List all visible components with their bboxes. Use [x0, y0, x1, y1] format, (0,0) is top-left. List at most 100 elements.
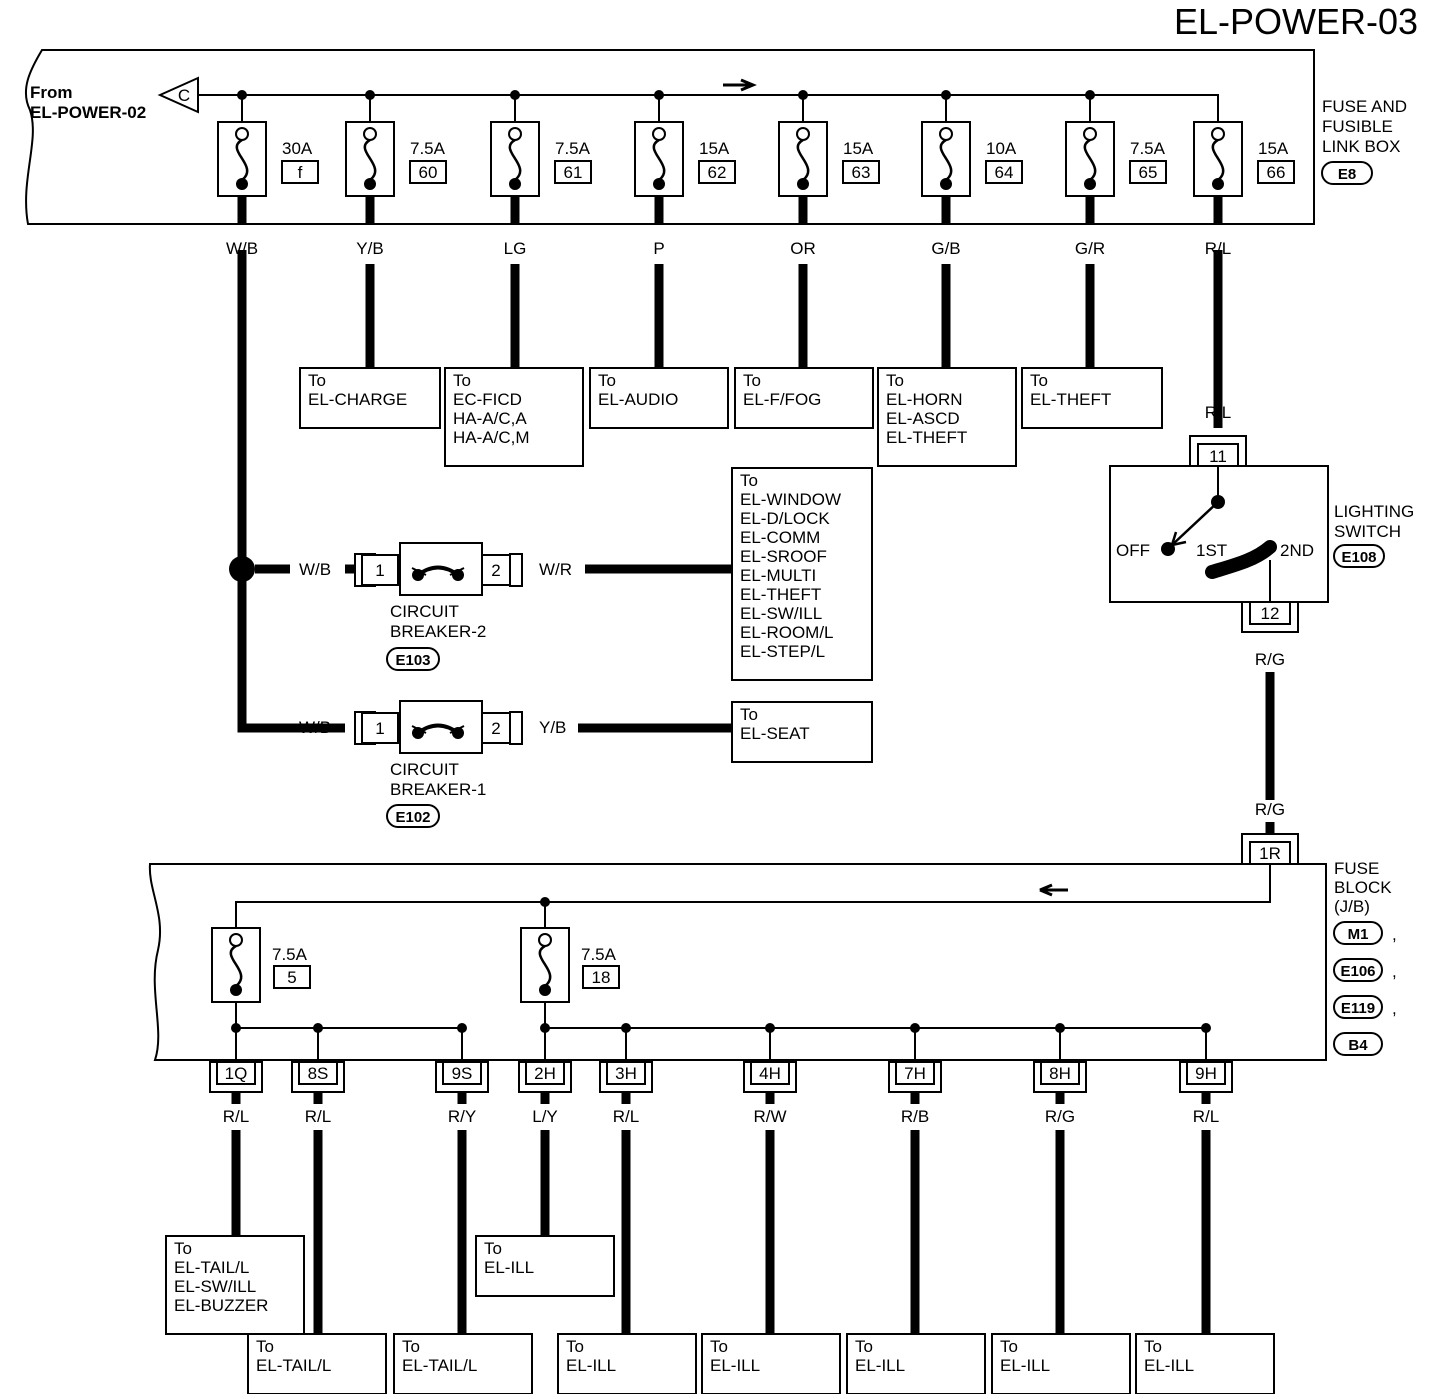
top-dest-5-line: EL-THEFT [1030, 390, 1111, 409]
bottom-dest-3-line: To [484, 1239, 502, 1258]
fb-connector-comma: , [1392, 999, 1397, 1018]
top-dest-3-box [734, 367, 874, 429]
top-dest-0-line: EL-CHARGE [308, 390, 407, 409]
fb-connector-comma: , [1392, 962, 1397, 981]
fb-output-pin: 3H [615, 1064, 637, 1083]
ls-pos-2nd: 2ND [1280, 541, 1314, 560]
fb-name-2: BLOCK [1334, 878, 1392, 897]
cb2-dest-line: EL-STEP/L [740, 642, 825, 661]
cb1-wire-in: W/B [299, 718, 331, 737]
ls-name-1: LIGHTING [1334, 502, 1414, 521]
fb-output-wire: R/L [305, 1107, 331, 1126]
fuse-rating: 30A [282, 139, 313, 158]
cb2-dest-line: EL-D/LOCK [740, 509, 830, 528]
fb-output-8H: 8H R/G [1033, 1023, 1087, 1126]
fb-fuse-id: 5 [287, 968, 296, 987]
cb2-name-2: BREAKER-2 [390, 622, 486, 641]
bottom-dest-5-line: To [710, 1337, 728, 1356]
cb1-dest-line: To [740, 705, 758, 724]
fuse-block-outline [148, 863, 1327, 1061]
top-dest-2-line: To [598, 371, 616, 390]
fb-output-pin: 2H [534, 1064, 556, 1083]
fb-connector-comma: , [1392, 925, 1397, 944]
fb-output-2H: 2HL/Y [518, 1023, 572, 1126]
fb-output-9H: 9HR/L [1179, 1023, 1233, 1126]
bottom-dest-4-line: EL-ILL [566, 1356, 616, 1375]
top-dest-4-line: To [886, 371, 904, 390]
ls-connector: E108 [1341, 549, 1376, 566]
bottom-dest-1-line: To [256, 1337, 274, 1356]
cb2-name-1: CIRCUIT [390, 602, 459, 621]
bus-arrow-right-icon [723, 78, 757, 92]
cb1-name-2: BREAKER-1 [390, 780, 486, 799]
bottom-dest-7-line: To [1000, 1337, 1018, 1356]
wb-splice-dot [229, 556, 255, 582]
cb2-wire-out: W/R [539, 560, 572, 579]
fuse-wire-color: G/B [931, 239, 960, 258]
fuse-id: 60 [419, 163, 438, 182]
fb-output-pin: 1Q [225, 1064, 248, 1083]
from-label-line1: From [30, 83, 73, 102]
fb-output-3H: 3HR/L [599, 1023, 653, 1126]
cb2-dest-line: EL-SW/ILL [740, 604, 822, 623]
bottom-dest-8-line: To [1144, 1337, 1162, 1356]
top-dest-2-line: EL-AUDIO [598, 390, 678, 409]
bottom-dest-0-line: EL-SW/ILL [174, 1277, 256, 1296]
fuse-wire-color: P [653, 239, 664, 258]
from-connector-label: C [178, 86, 190, 105]
bottom-dest-3-box [475, 1235, 615, 1297]
fb-connector: B4 [1348, 1037, 1368, 1054]
fb-out-bus-1 [236, 1027, 463, 1060]
lighting-switch: R/L 11 OFF 1ST 2ND LIGHTING SWITCH E108 … [1109, 250, 1414, 865]
cb2-dest-line: EL-MULTI [740, 566, 816, 585]
bottom-dest-6-box [846, 1333, 986, 1395]
fb-output-wire: R/W [753, 1107, 786, 1126]
fuse-rating: 7.5A [1130, 139, 1166, 158]
bottom-dest-0-line: EL-TAIL/L [174, 1258, 249, 1277]
fb-output-9S: 9SR/Y [435, 1023, 489, 1126]
top-dest-1-box [444, 367, 584, 467]
top-dest-3-line: EL-F/FOG [743, 390, 821, 409]
cb1-pin-1: 1 [375, 719, 384, 738]
fuse-rating: 15A [843, 139, 874, 158]
fuse-id: f [298, 163, 303, 182]
top-dest-1-line: To [453, 371, 471, 390]
top-dest-1-line: EC-FICD [453, 390, 522, 409]
ls-wire-out-2: R/G [1255, 800, 1285, 819]
fuse-rating: 15A [1258, 139, 1289, 158]
bottom-dest-0-box [165, 1235, 305, 1335]
circuit-breaker-2: W/B 1 2 W/R CIRCUIT BREAKER-2 E103 [299, 542, 732, 671]
bottom-dest-6-line: EL-ILL [855, 1356, 905, 1375]
cb2-connector: E103 [395, 652, 430, 669]
cb2-dest-line: EL-THEFT [740, 585, 821, 604]
fb-output-wire: R/G [1045, 1107, 1075, 1126]
fuse-wire-color: Y/B [356, 239, 383, 258]
top-dest-2-box [589, 367, 729, 429]
circuit-breaker-1: W/B 1 2 Y/B CIRCUIT BREAKER-1 E102 [299, 700, 732, 828]
fb-fuse-rating: 7.5A [581, 945, 617, 964]
bottom-dest-3-line: EL-ILL [484, 1258, 534, 1277]
cb1-name-1: CIRCUIT [390, 760, 459, 779]
fb-connector: E119 [1341, 1000, 1375, 1017]
ls-pin-out: 12 [1261, 604, 1280, 623]
top-dest-1-line: HA-A/C,A [453, 409, 527, 428]
cb2-dest-line: EL-COMM [740, 528, 820, 547]
fuse-rating: 15A [699, 139, 730, 158]
fuse-id: 61 [564, 163, 583, 182]
fb-output-pin: 9H [1195, 1064, 1217, 1083]
cb1-connector: E102 [395, 809, 430, 826]
fb-output-wire: R/L [223, 1107, 249, 1126]
flb-name: FUSIBLE [1322, 117, 1393, 136]
bottom-dest-6-line: To [855, 1337, 873, 1356]
bottom-dest-4-line: To [566, 1337, 584, 1356]
ls-pos-1st: 1ST [1196, 541, 1227, 560]
bottom-dest-4-box [557, 1333, 697, 1395]
fb-output-pin: 8H [1049, 1064, 1071, 1083]
bottom-dest-1-box [247, 1333, 387, 1395]
